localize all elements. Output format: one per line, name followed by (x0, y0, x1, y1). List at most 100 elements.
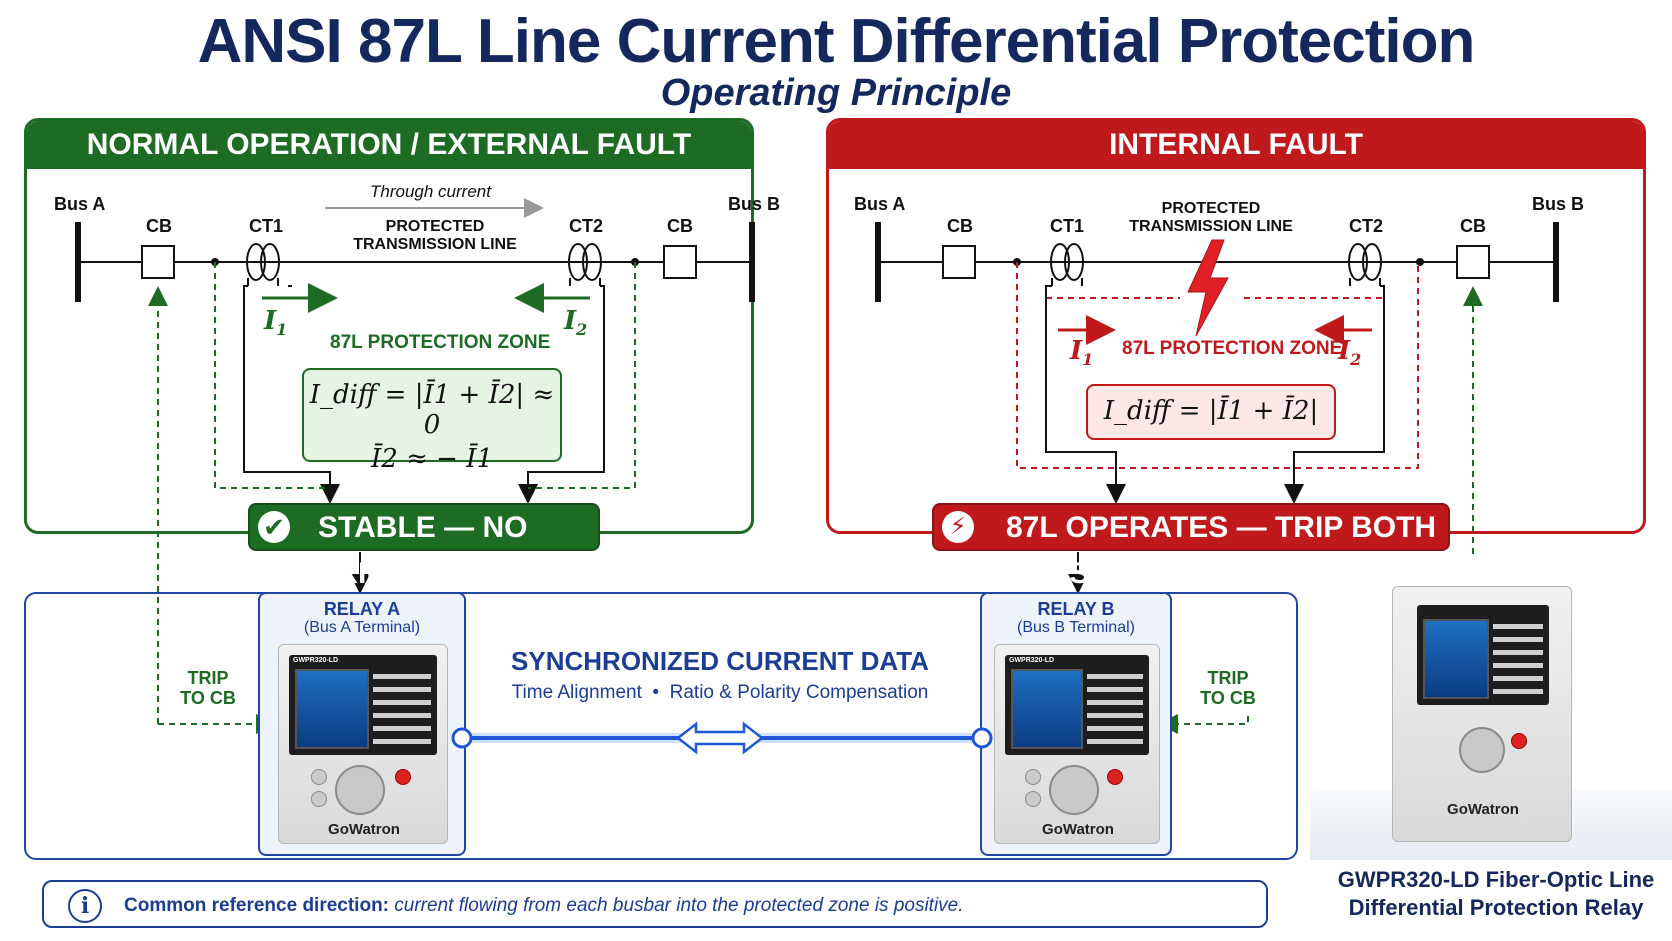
left-formula-line-2: Ī2 ≈ − Ī1 (371, 444, 493, 474)
fiber-link (451, 721, 993, 755)
relay-a-brand: GoWatron (328, 821, 400, 838)
left-ct1-icon (246, 243, 292, 287)
page-title: ANSI 87L Line Current Differential Prote… (197, 7, 1476, 76)
left-formula-box: I_diff = |Ī1 + Ī2| ≈ 0 Ī2 ≈ − Ī1 (302, 368, 562, 474)
relay-b-trip-dash (1158, 714, 1249, 734)
relay-b-key-left-1 (1025, 769, 1041, 785)
right-ct2-lead (1284, 285, 1385, 504)
product-screen (1423, 619, 1489, 699)
left-ct1-lead (243, 285, 340, 504)
relay-a-device: GWPR320-LD GoWatron (278, 644, 448, 844)
right-bus-b-label: Bus B (1532, 194, 1585, 214)
communication-frame (24, 592, 1298, 860)
relay-a-key-left-2 (311, 791, 327, 807)
relay-b-display-frame: GWPR320-LD (1005, 655, 1149, 755)
relay-b-led-panel (1087, 669, 1143, 749)
internal-fault-header: INTERNAL FAULT (829, 121, 1643, 169)
left-i2-label: I2 (564, 306, 588, 340)
relay-a-subtitle: (Bus A Terminal) (303, 619, 421, 636)
product-caption: GWPR320-LD Fiber-Optic Line Differential… (1337, 867, 1655, 920)
left-ct2-icon (568, 243, 602, 286)
check-circle-icon: ✔ (258, 511, 290, 543)
product-keypad (1459, 727, 1505, 773)
relay-a-model-label: GWPR320-LD (293, 657, 339, 664)
right-ct1-icon (1050, 243, 1084, 286)
left-protection-zone-label: 87L PROTECTION ZONE (330, 332, 551, 353)
left-formula-line-1: I_diff = |Ī1 + Ī2| ≈ 0 (309, 380, 555, 440)
right-ct1-lead (1045, 285, 1126, 504)
right-cb-b-label: CB (1460, 216, 1486, 236)
product-brand: GoWatron (1447, 801, 1519, 818)
right-protection-zone-label: 87L PROTECTION ZONE (1122, 338, 1343, 359)
relay-b-box: RELAY B (Bus B Terminal) GWPR320-LD GoWa… (980, 592, 1172, 856)
relay-b-trip-label: TRIP TO CB (1200, 668, 1256, 708)
through-current-label: Through current (370, 182, 491, 201)
relay-a-display-frame: GWPR320-LD (289, 655, 437, 755)
relay-a-title: RELAY A (323, 599, 401, 619)
relay-b-key-left-2 (1025, 791, 1041, 807)
right-cb-a-label: CB (947, 216, 973, 236)
left-cb-a (141, 245, 175, 279)
stable-status-badge: ✔ STABLE — NO TRIP (248, 503, 600, 590)
right-cb-a (942, 245, 976, 279)
normal-operation-header: NORMAL OPERATION / EXTERNAL FAULT (27, 121, 751, 169)
left-bus-b-label: Bus B (728, 194, 781, 214)
sync-subtitle: Time Alignment • Ratio & Polarity Compen… (511, 682, 929, 703)
right-zone-dash (1016, 262, 1419, 469)
right-i2-label: I2 (1338, 336, 1362, 370)
right-cb-b (1456, 245, 1490, 279)
left-bus-a-label: Bus A (54, 194, 106, 214)
left-ct1-label: CT1 (249, 216, 284, 236)
relay-b-keypad (1049, 765, 1099, 815)
fiber-port-a (451, 727, 473, 749)
product-device: GoWatron (1392, 586, 1572, 842)
product-led-panel (1493, 619, 1543, 699)
left-ct2-label: CT2 (569, 216, 604, 236)
relay-b-subtitle: (Bus B Terminal) (1017, 619, 1135, 636)
info-icon: i (68, 889, 102, 923)
left-cb-b-label: CB (667, 216, 693, 236)
note-bold: Common reference direction: (124, 895, 389, 916)
relay-b-title: RELAY B (1037, 599, 1115, 619)
relay-a-box: RELAY A (Bus A Terminal) GWPR320-LD GoWa… (258, 592, 466, 856)
left-cb-a-label: CB (146, 216, 172, 236)
relay-a-led-panel (373, 669, 431, 749)
right-i1-label: I1 (1070, 336, 1094, 370)
fault-lightning-icon (1187, 239, 1229, 337)
right-line-label: PROTECTED TRANSMISSION LINE (1129, 200, 1293, 235)
relay-b-device: GWPR320-LD GoWatron (994, 644, 1160, 844)
left-cb-b (663, 245, 697, 279)
sync-title: SYNCHRONIZED CURRENT DATA (511, 646, 929, 676)
relay-a-key-left-1 (311, 769, 327, 785)
relay-a-trip-label: TRIP TO CB (180, 668, 236, 708)
normal-operation-panel: NORMAL OPERATION / EXTERNAL FAULT (24, 118, 754, 534)
right-ct2-icon (1348, 243, 1382, 286)
right-ct2-label: CT2 (1349, 216, 1384, 236)
left-zone-dash-a (214, 262, 330, 489)
relay-a-reset-key (395, 769, 411, 785)
relay-a-screen (295, 669, 369, 749)
page-subtitle: Operating Principle (660, 72, 1012, 114)
right-formula-box: I_diff = |Ī1 + Ī2| (1086, 384, 1336, 440)
relay-b-brand: GoWatron (1042, 821, 1114, 838)
note-text: current flowing from each busbar into th… (394, 895, 964, 916)
fiber-port-b (971, 727, 993, 749)
left-i1-label: I1 (264, 306, 288, 340)
lightning-circle-icon: ⚡ (942, 511, 974, 543)
relay-b-reset-key (1107, 769, 1123, 785)
product-display-frame (1417, 605, 1549, 705)
right-formula-line-1: I_diff = |Ī1 + Ī2| (1103, 396, 1319, 426)
reference-note: i Common reference direction: current fl… (42, 880, 1268, 928)
relay-b-model-label: GWPR320-LD (1009, 657, 1055, 664)
relay-a-keypad (335, 765, 385, 815)
product-reset-key (1511, 733, 1527, 749)
right-node-b (1416, 258, 1424, 266)
bidirectional-arrow-icon (675, 721, 765, 755)
right-bus-a-label: Bus A (854, 194, 906, 214)
right-ct1-label: CT1 (1050, 216, 1085, 236)
trip-status-badge: ⚡ 87L OPERATES — TRIP BOTH ENDS (932, 503, 1450, 590)
left-ct2-lead (518, 285, 605, 504)
relay-b-screen (1011, 669, 1083, 749)
left-line-label: PROTECTED TRANSMISSION LINE (353, 218, 517, 253)
